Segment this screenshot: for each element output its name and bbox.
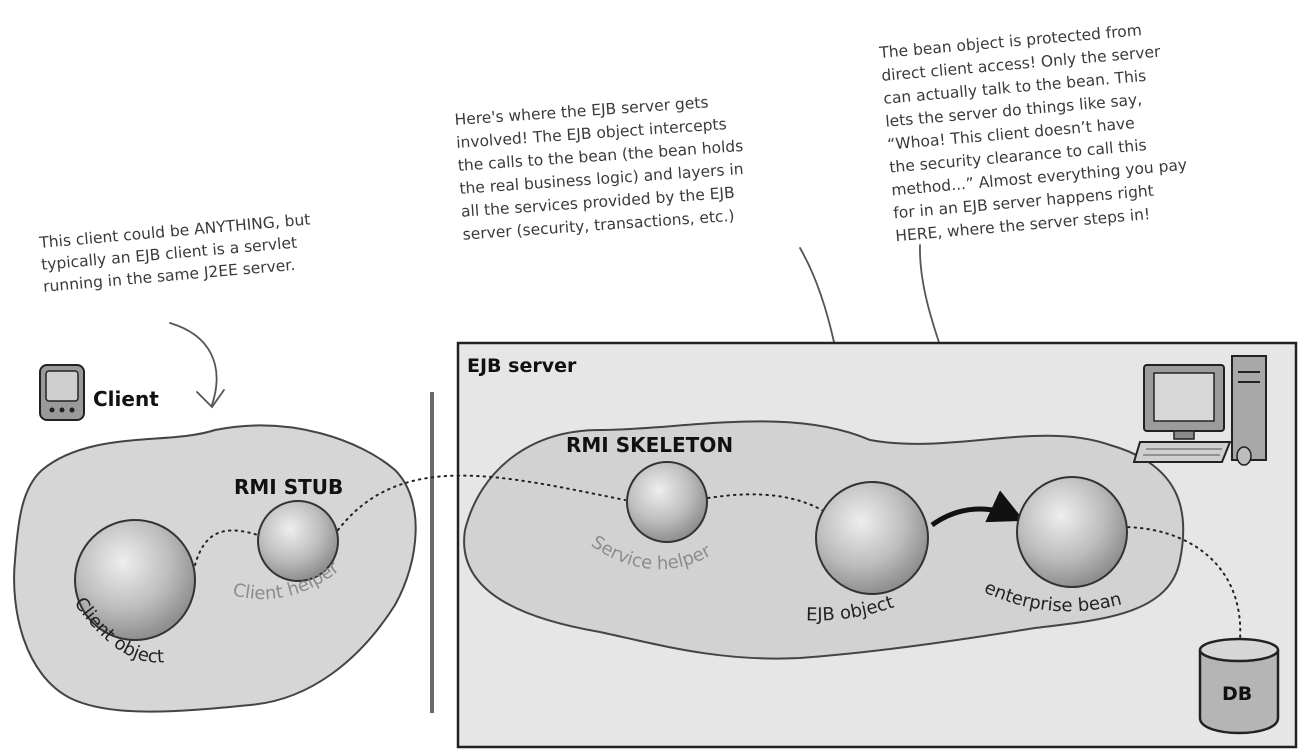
client-note-pointer	[169, 322, 218, 406]
handheld-device-icon	[39, 364, 85, 421]
bean-protection-annotation: The bean object is protected from direct…	[878, 18, 1197, 246]
client-note-pointer-head	[196, 389, 225, 409]
desktop-computer-icon	[1132, 355, 1267, 466]
connection-object-to-stub	[194, 529, 259, 566]
ejb-object-sphere	[815, 481, 929, 595]
client-annotation: This client could be ANYTHING, but typic…	[38, 210, 320, 296]
client-label: Client	[93, 387, 159, 411]
connection-stub-to-skeleton	[337, 474, 626, 531]
db-label: DB	[1222, 683, 1252, 705]
rmi-skeleton-label: RMI SKELETON	[566, 433, 733, 457]
rmi-stub-label: RMI STUB	[234, 475, 343, 499]
client-cloud	[13, 424, 417, 713]
connection-bean-to-db	[1101, 526, 1242, 641]
ejbobject-to-bean-arrow	[930, 490, 1025, 528]
service-helper-sphere	[626, 461, 708, 543]
client-helper-sphere	[257, 500, 339, 582]
call-connections	[194, 474, 1242, 641]
database-cylinder-icon	[1198, 637, 1280, 735]
enterprise-bean-sphere	[1016, 476, 1128, 588]
ejb-server-annotation: Here's where the EJB server gets involve…	[454, 91, 754, 244]
ejb-server-label: EJB server	[467, 355, 577, 377]
client-object-sphere	[74, 519, 196, 641]
